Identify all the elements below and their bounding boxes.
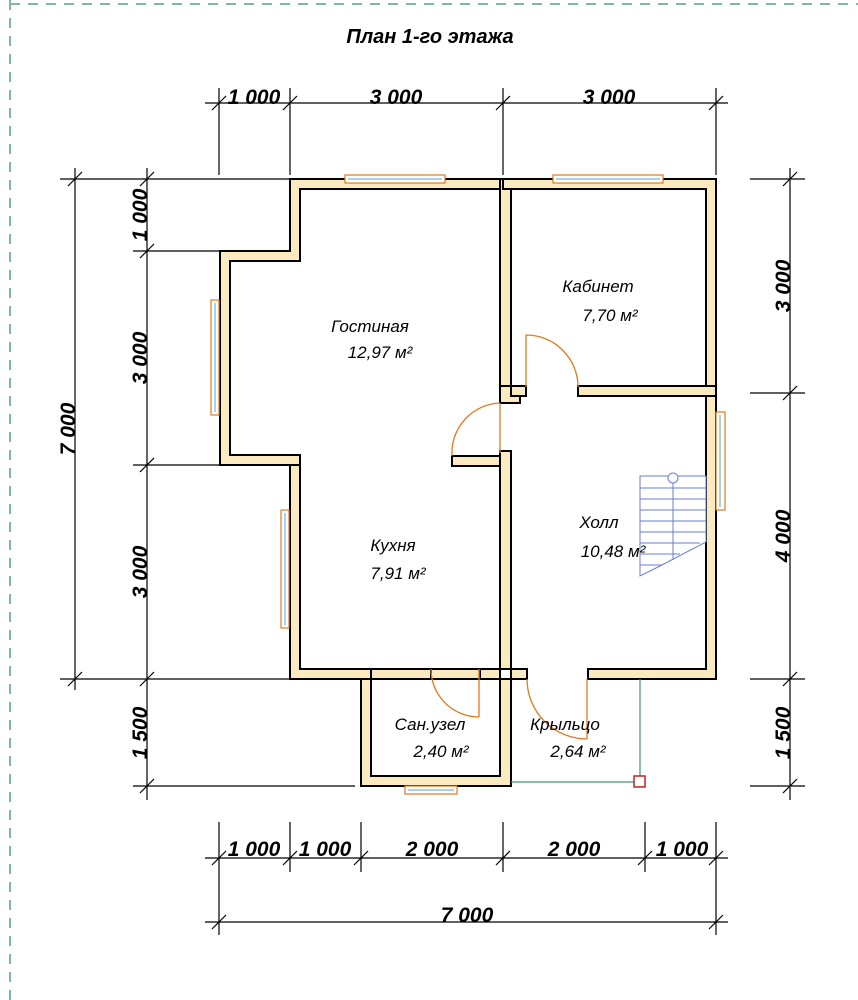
- door-living-arc: [451, 402, 501, 457]
- room-living-area: 12,97 м²: [348, 343, 414, 362]
- walls: [219, 178, 717, 787]
- dim-bottom-2: 1 000: [299, 838, 352, 861]
- dim-bottom-3: 2 000: [405, 838, 459, 861]
- wall-outer-right: [502, 178, 717, 680]
- door-porch-arc: [526, 678, 588, 740]
- wall-center-lower: [499, 450, 512, 670]
- door-bathroom-arc: [430, 668, 480, 718]
- room-hall-area: 10,48 м²: [581, 542, 647, 561]
- wall-cabinet-stub: [510, 385, 527, 397]
- dim-right-2: 4 000: [772, 509, 795, 563]
- plan-title: План 1-го этажа: [346, 26, 513, 48]
- door-cabinet-arc: [525, 334, 579, 388]
- dim-left-4: 1 500: [129, 706, 152, 759]
- dim-bottom-1: 1 000: [228, 838, 281, 861]
- dim-top-1: 1 000: [228, 86, 281, 109]
- room-labels: Гостиная 12,97 м² Кабинет 7,70 м² Кухня …: [331, 277, 647, 761]
- dim-bottom-5: 1 000: [656, 838, 709, 861]
- wall-bathroom-stub: [370, 668, 432, 680]
- bottom-dimensions: 1 000 1 000 2 000 2 000 1 000 7 000: [205, 822, 728, 935]
- room-cabinet-area: 7,70 м²: [582, 306, 638, 325]
- doors: [430, 334, 588, 740]
- dim-top-2: 3 000: [370, 86, 423, 109]
- room-cabinet-name: Кабинет: [562, 277, 633, 296]
- room-porch-name: Крыльцо: [530, 715, 600, 734]
- dim-bottom-4: 2 000: [547, 838, 601, 861]
- room-kitchen-name: Кухня: [370, 536, 415, 555]
- windows: [210, 174, 726, 795]
- wall-center-upper: [499, 178, 512, 392]
- left-dimensions: 1 000 3 000 3 000 1 500 7 000: [57, 168, 355, 800]
- dim-left-overall: 7 000: [57, 402, 80, 455]
- wall-bath-door-stub: [479, 668, 501, 680]
- stair-start-mark: [667, 472, 679, 484]
- room-living-name: Гостиная: [331, 317, 409, 336]
- room-hall-name: Холл: [578, 513, 619, 532]
- dim-left-2: 3 000: [129, 331, 152, 384]
- room-bathroom-name: Сан.узел: [395, 715, 466, 734]
- room-bathroom-area: 2,40 м²: [412, 742, 469, 761]
- dim-right-1: 3 000: [772, 259, 795, 312]
- dim-left-3: 3 000: [129, 545, 152, 598]
- porch-outline: [511, 679, 646, 788]
- wall-porch-stub: [510, 668, 528, 680]
- dim-left-1: 1 000: [129, 188, 152, 241]
- top-dimensions: 1 000 3 000 3 000: [205, 86, 728, 175]
- room-porch-area: 2,64 м²: [549, 742, 606, 761]
- wall-living-nib: [451, 455, 501, 467]
- porch-post: [633, 775, 646, 788]
- dim-top-3: 3 000: [583, 86, 636, 109]
- staircase: [639, 472, 707, 577]
- dim-bottom-overall: 7 000: [441, 904, 494, 927]
- room-kitchen-area: 7,91 м²: [370, 564, 426, 583]
- dim-right-3: 1 500: [772, 706, 795, 759]
- right-dimensions: 3 000 4 000 1 500: [750, 168, 805, 800]
- wall-cabinet-bottom: [577, 385, 717, 397]
